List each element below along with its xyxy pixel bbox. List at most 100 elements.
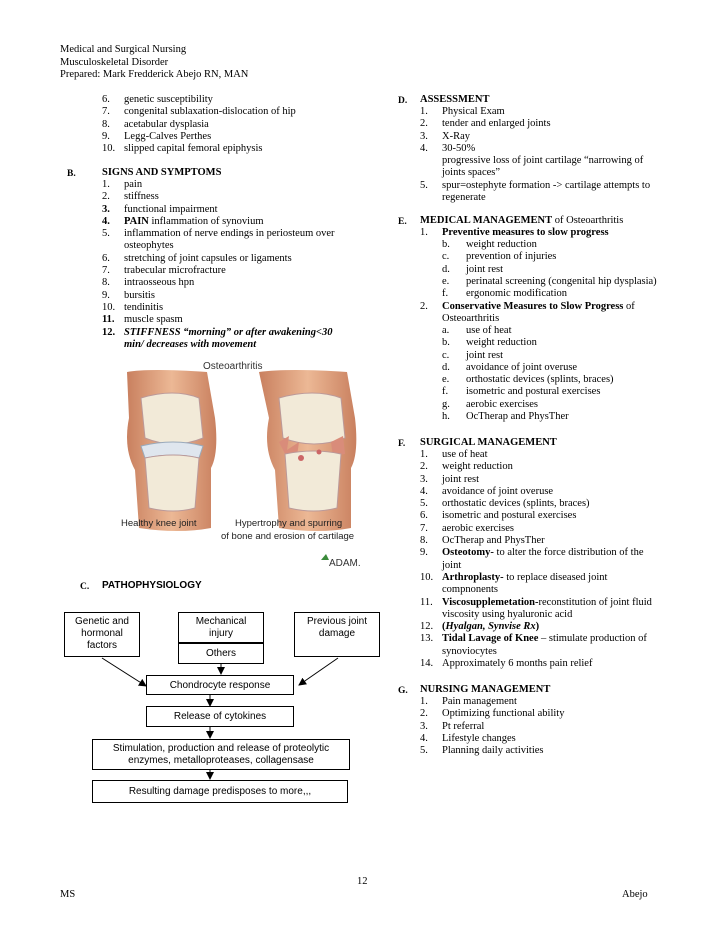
list-item-rest: “morning” or after awakening<30 xyxy=(180,326,333,338)
list-item-text: ergonomic modification xyxy=(466,288,567,299)
list-item-text: weight reduction xyxy=(466,239,537,250)
osteoarthritis-figure: Osteoarthritis Healthy knee joint Hypert… xyxy=(119,358,379,570)
list-item: d.joint rest xyxy=(442,264,682,276)
list-item-text: min/ decreases with movement xyxy=(124,339,256,350)
list-item-text: prevention of injuries xyxy=(466,251,556,262)
list-item-number: 3. xyxy=(420,720,428,732)
list-item-text: Lifestyle changes xyxy=(442,733,516,744)
list-item: 5.inflammation of nerve endings in perio… xyxy=(102,228,377,240)
list-item: 8. intraosseous hpn xyxy=(102,277,377,289)
list-item-body: isometric and postural exercises xyxy=(442,510,577,522)
list-item-text: slipped capital femoral epiphysis xyxy=(124,143,263,154)
list-item-text: isometric and postural exercises xyxy=(466,386,600,397)
list-item: 4.Lifestyle changes xyxy=(420,733,665,745)
list-item-text: osteophytes xyxy=(124,240,174,251)
list-item-text: trabecular microfracture xyxy=(124,265,226,276)
list-item-text: weight reduction xyxy=(466,337,537,348)
list-item: 10.tendinitis xyxy=(102,302,377,314)
list-item: regenerate xyxy=(420,192,670,204)
genetic-line-3: factors xyxy=(86,640,117,651)
list-item-body: progressive loss of joint cartilage “nar… xyxy=(442,155,644,167)
page-number: 12 xyxy=(357,876,368,887)
list-item-text: regenerate xyxy=(442,192,486,203)
list-item-number: 8. xyxy=(102,277,110,289)
list-item-number: 5. xyxy=(420,179,428,191)
list-item: c.prevention of injuries xyxy=(442,251,682,263)
list-item-body: inflammation of nerve endings in periost… xyxy=(124,228,335,240)
list-item: 10. slipped capital femoral epiphysis xyxy=(102,143,372,155)
list-item-text: Arthroplasty- to replace diseased joint xyxy=(442,572,607,583)
list-item-body: congenital sublaxation-dislocation of hi… xyxy=(124,106,296,118)
section-letter-b: B. xyxy=(67,169,76,179)
patho-title: PATHOPHYSIOLOGY xyxy=(102,580,202,591)
list-item: 5.orthostatic devices (splints, braces) xyxy=(420,498,665,510)
list-item-number: 6. xyxy=(420,510,428,522)
list-item-body: Planning daily activities xyxy=(442,745,544,757)
list-item-text: Legg-Calves Perthes xyxy=(124,131,211,142)
list-item-body: X-Ray xyxy=(442,130,470,142)
list-item: g.aerobic exercises xyxy=(442,399,682,411)
list-item-number: 3. xyxy=(420,130,428,142)
list-item-body: perinatal screening (congenital hip dysp… xyxy=(466,275,657,287)
list-item-text: Pain management xyxy=(442,696,517,707)
list-item-text: viscosity using hyaluronic acid xyxy=(442,609,572,620)
list-item: f.isometric and postural exercises xyxy=(442,386,682,398)
list-item-body: aerobic exercises xyxy=(466,398,538,410)
list-item-bold: Viscosupplemetation- xyxy=(442,596,539,608)
genetic-factors-box: Genetic and hormonal factors xyxy=(64,612,140,657)
list-item-body: aerobic exercises xyxy=(442,522,514,534)
list-item-body: prevention of injuries xyxy=(466,251,557,263)
list-item-number: c. xyxy=(442,349,450,361)
list-item: 2. tender and enlarged joints xyxy=(420,118,670,130)
list-item-body: intraosseous hpn xyxy=(124,277,195,289)
list-item: 4.30-50% xyxy=(420,143,670,155)
list-item-text: aerobic exercises xyxy=(466,399,538,410)
list-item-text: stretching of joint capsules or ligament… xyxy=(124,253,292,264)
list-item-body: avoidance of joint overuse xyxy=(466,361,578,373)
list-item: 9.bursitis xyxy=(102,290,377,302)
list-item-number: 9. xyxy=(102,289,110,301)
list-item: 2.stiffness xyxy=(102,191,377,203)
stim-line-2: enzymes, metalloproteases, collagensase xyxy=(128,755,314,766)
list-item-text: tendinitis xyxy=(124,302,163,313)
list-item-number: 5. xyxy=(420,498,428,510)
list-item-text: Osteotomy- to alter the force distributi… xyxy=(442,547,644,558)
list-item-body: Physical Exam xyxy=(442,106,505,117)
mechanical-injury-box: Mechanical injury xyxy=(178,612,264,643)
list-item: 14.Approximately 6 months pain relief xyxy=(420,658,665,670)
list-item: 13.Tidal Lavage of Knee – stimulate prod… xyxy=(420,633,665,645)
header-course: Medical and Surgical Nursing xyxy=(60,44,187,55)
resulting-damage-box: Resulting damage predisposes to more,,, xyxy=(92,780,348,803)
prev-line-2: damage xyxy=(318,628,356,639)
list-item: 3.joint rest xyxy=(420,474,665,486)
list-item-bold-italic: Hyalgan, Synvise Rx xyxy=(445,621,536,633)
list-item-text: Optimizing functional ability xyxy=(442,708,564,719)
list-item-text: (Hyalgan, Synvise Rx) xyxy=(442,621,539,632)
conservative-title: Conservative Measures to Slow Progress xyxy=(442,301,624,312)
list-item-text: spur=ostephyte formation -> cartilage at… xyxy=(442,180,650,191)
preventive-heading: 1. Preventive measures to slow progress xyxy=(420,227,609,239)
list-item-number: 4. xyxy=(420,485,428,497)
list-item-body: stiffness xyxy=(124,191,159,203)
section-letter-e: E. xyxy=(398,217,407,227)
footer-left: MS xyxy=(60,889,76,900)
list-item: 7.aerobic exercises xyxy=(420,523,665,535)
list-item: b.weight reduction xyxy=(442,239,682,251)
list-item-body: pain xyxy=(124,179,143,190)
list-item: 7.congenital sublaxation-dislocation of … xyxy=(102,106,372,118)
list-item-number: 14. xyxy=(420,658,434,670)
list-item-number: 3. xyxy=(420,473,428,485)
list-item-text: use of heat xyxy=(442,449,487,460)
list-item-text: aerobic exercises xyxy=(442,523,514,534)
list-item: 5.Planning daily activities xyxy=(420,745,665,757)
section-letter-d: D. xyxy=(398,96,408,106)
footer-right: Abejo xyxy=(622,889,648,900)
list-item-text: avoidance of joint overuse xyxy=(466,362,577,373)
list-item: 7.trabecular microfracture xyxy=(102,265,377,277)
list-item-number: 10. xyxy=(102,143,116,155)
list-item-body: reconstitution of joint fluid xyxy=(538,596,652,608)
figure-title: Osteoarthritis xyxy=(203,361,262,372)
list-item: d.avoidance of joint overuse xyxy=(442,362,682,374)
